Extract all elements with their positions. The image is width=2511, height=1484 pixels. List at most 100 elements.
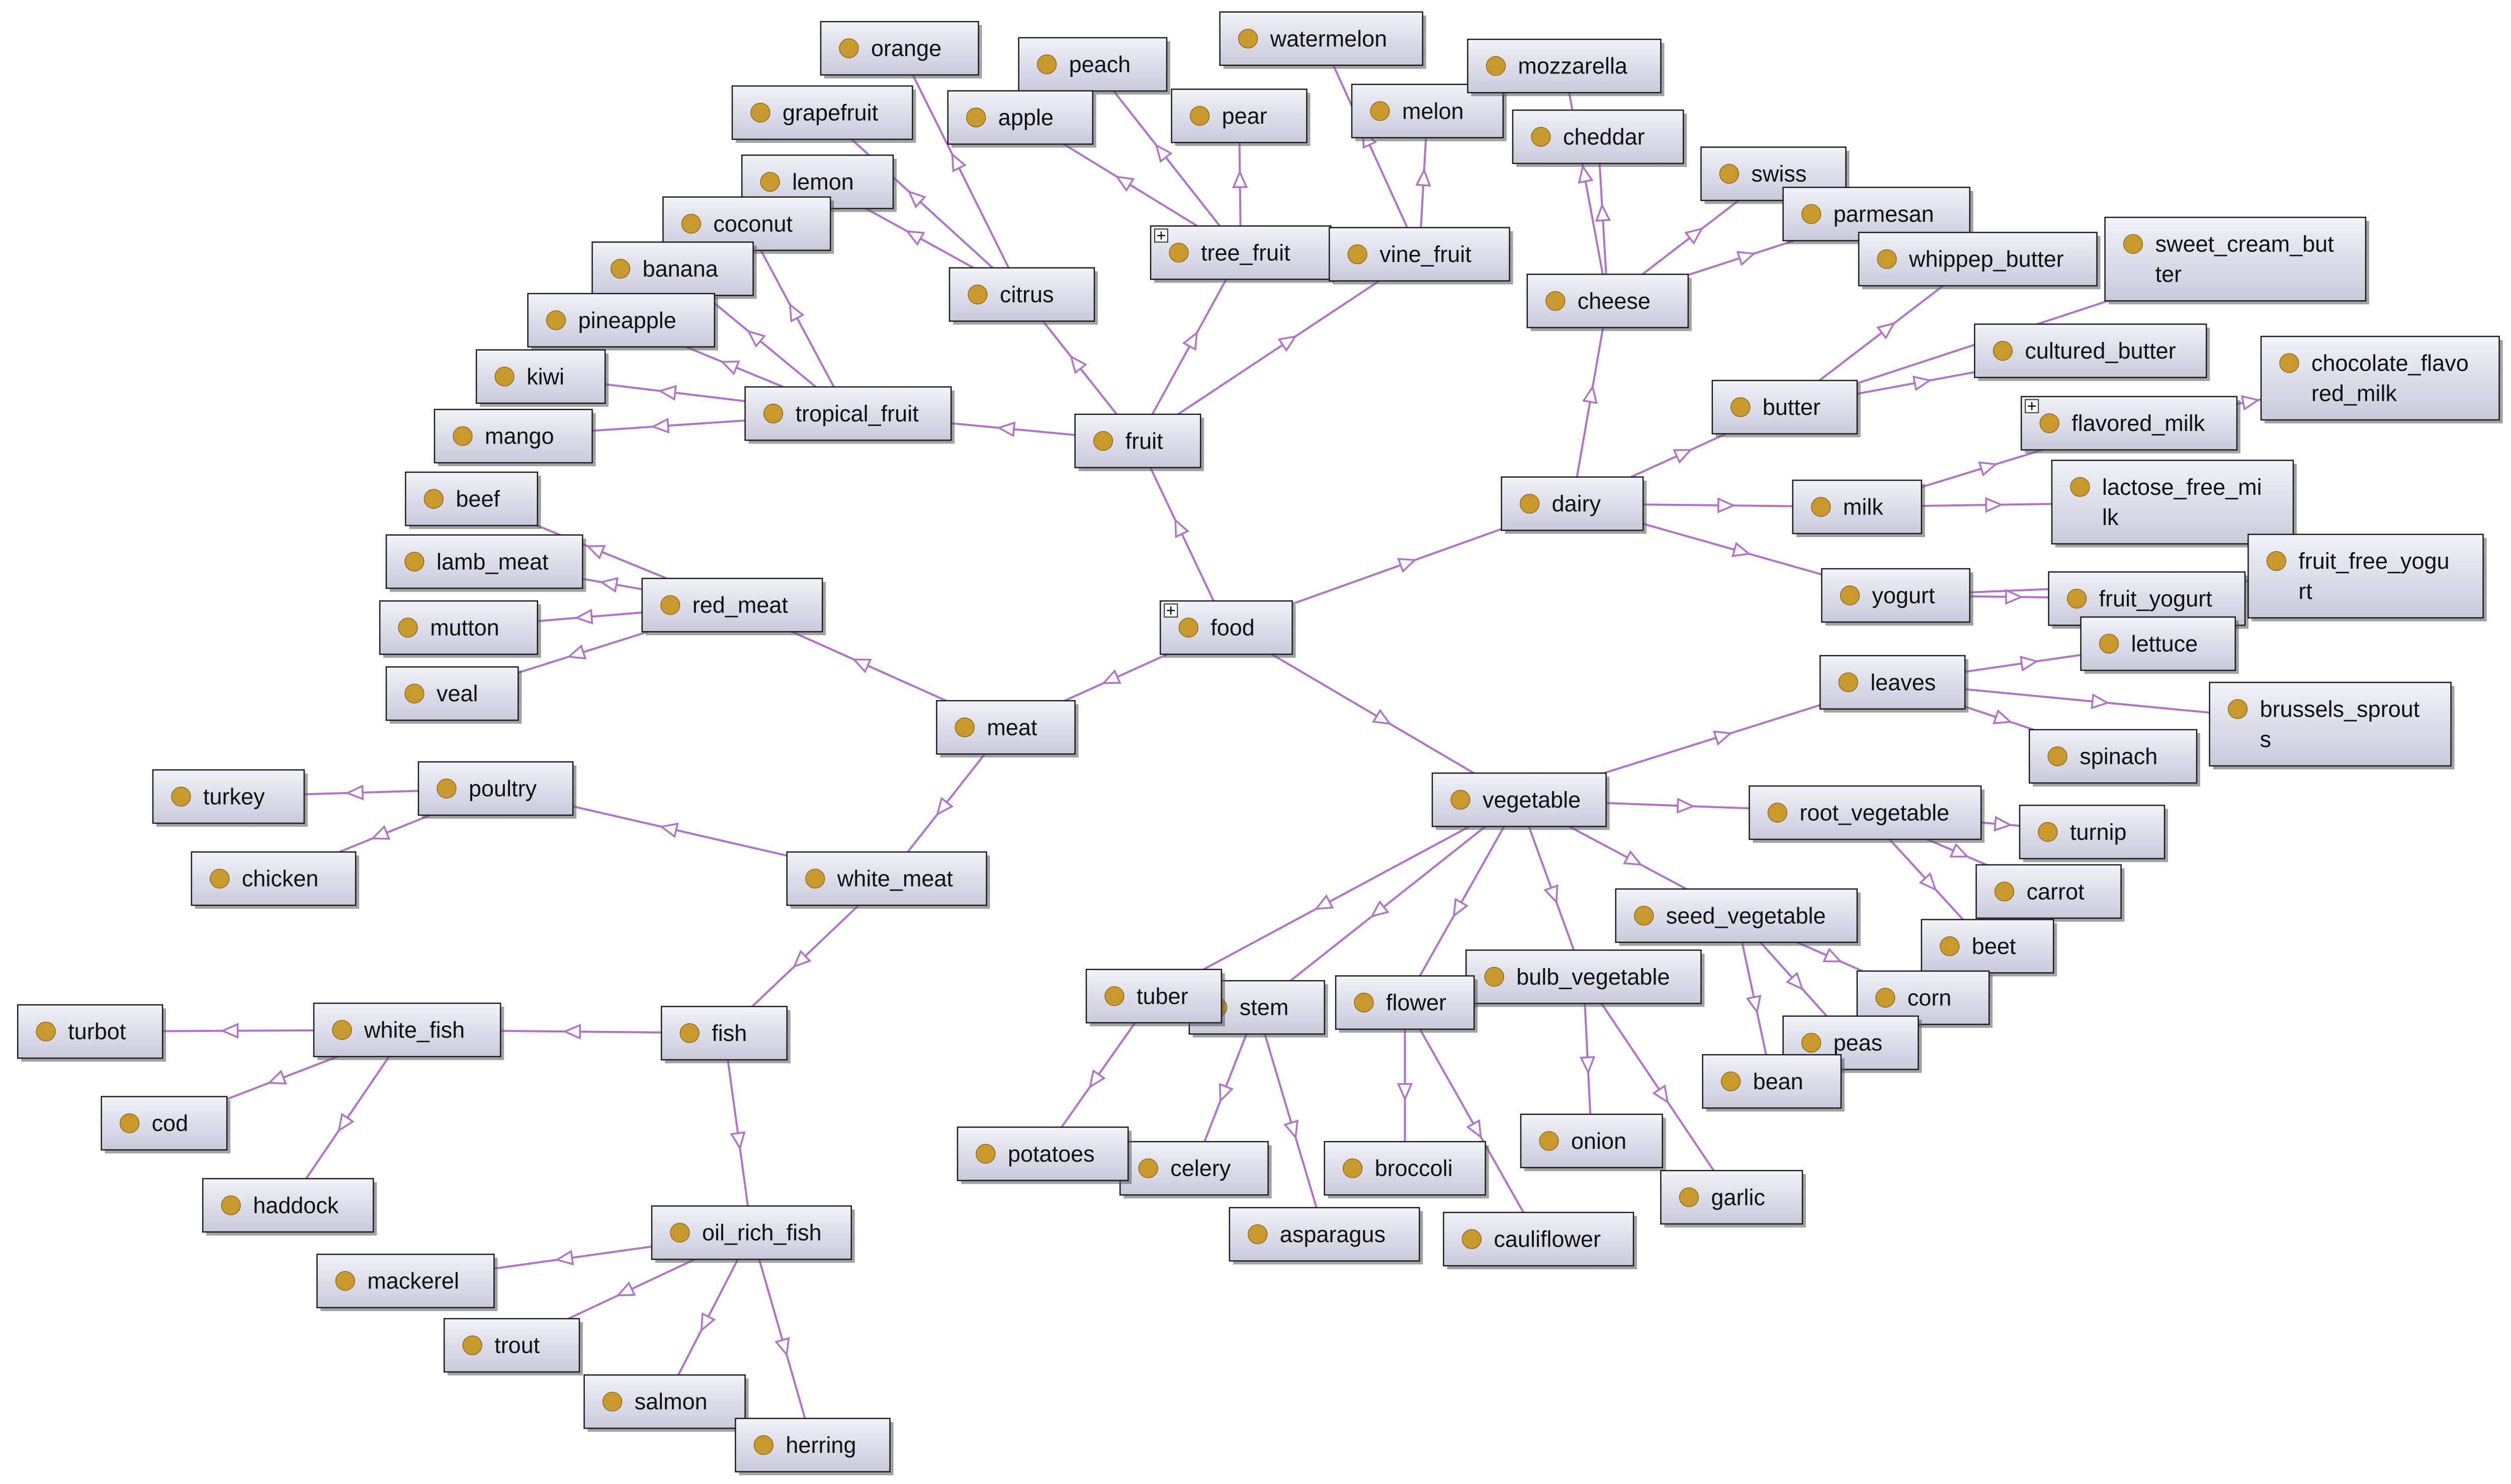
node-swiss[interactable]: swiss <box>1700 146 1850 204</box>
edge-white_fish-cod <box>226 1056 338 1100</box>
node-oil_rich_fish[interactable]: oil_rich_fish <box>651 1205 855 1263</box>
node-red_meat[interactable]: red_meat <box>641 577 826 636</box>
node-cauliflower[interactable]: cauliflower <box>1443 1211 1637 1269</box>
node-mutton[interactable]: mutton <box>379 600 541 658</box>
edge-food-dairy <box>1291 528 1502 605</box>
expand-plus-icon[interactable] <box>1164 603 1178 618</box>
node-salmon[interactable]: salmon <box>583 1374 749 1432</box>
node-flower[interactable]: flower <box>1335 975 1478 1033</box>
node-tropical_fruit[interactable]: tropical_fruit <box>744 386 955 444</box>
node-potatoes[interactable]: potatoes <box>957 1126 1132 1184</box>
node-label: cultured_butter <box>2025 338 2176 364</box>
node-white_fish[interactable]: white_fish <box>313 1002 504 1060</box>
node-box[interactable] <box>2247 534 2484 619</box>
expand-plus-icon[interactable] <box>1154 228 1168 243</box>
node-sweet_cream_butter[interactable]: sweet_cream_butter <box>2104 216 2369 305</box>
expand-plus-icon[interactable] <box>2025 399 2039 413</box>
node-label: meat <box>987 715 1037 740</box>
node-vine_fruit[interactable]: vine_fruit <box>1328 227 1513 285</box>
node-cheese[interactable]: cheese <box>1526 274 1692 331</box>
node-turnip[interactable]: turnip <box>2019 805 2168 862</box>
node-leaves[interactable]: leaves <box>1819 655 1969 713</box>
node-herring[interactable]: herring <box>735 1418 894 1475</box>
node-chicken[interactable]: chicken <box>191 851 360 909</box>
node-bulb_vegetable[interactable]: bulb_vegetable <box>1465 949 1705 1007</box>
node-cheddar[interactable]: cheddar <box>1512 109 1687 167</box>
node-meat[interactable]: meat <box>936 700 1079 758</box>
node-lamb_meat[interactable]: lamb_meat <box>385 534 586 592</box>
node-garlic[interactable]: garlic <box>1660 1170 1806 1228</box>
node-beef[interactable]: beef <box>405 471 541 529</box>
node-box[interactable] <box>1974 323 2207 378</box>
node-asparagus[interactable]: asparagus <box>1229 1207 1423 1265</box>
node-fish[interactable]: fish <box>660 1006 791 1064</box>
class-dot-icon <box>423 489 444 509</box>
node-box[interactable] <box>2051 460 2294 545</box>
node-food[interactable]: food <box>1159 600 1296 658</box>
node-beet[interactable]: beet <box>1921 919 2057 977</box>
node-carrot[interactable]: carrot <box>1975 864 2125 922</box>
node-cod[interactable]: cod <box>101 1096 231 1154</box>
node-box[interactable] <box>2209 681 2452 767</box>
node-citrus[interactable]: citrus <box>948 267 1098 325</box>
node-poultry[interactable]: poultry <box>417 761 577 819</box>
node-banana[interactable]: banana <box>591 241 757 299</box>
node-broccoli[interactable]: broccoli <box>1324 1141 1489 1199</box>
node-yogurt[interactable]: yogurt <box>1821 568 1973 626</box>
node-box[interactable] <box>1465 949 1702 1004</box>
node-lactose_free_milk[interactable]: lactose_free_milk <box>2051 460 2297 548</box>
node-veal[interactable]: veal <box>385 666 522 724</box>
edge-seed_vegetable-corn <box>1796 941 1863 972</box>
node-flavored_milk[interactable]: flavored_milk <box>2020 396 2240 454</box>
node-turbot[interactable]: turbot <box>17 1004 166 1062</box>
node-trout[interactable]: trout <box>443 1318 583 1376</box>
node-mackerel[interactable]: mackerel <box>316 1253 498 1312</box>
node-fruit_free_yogurt[interactable]: fruit_free_yogurt <box>2247 534 2487 622</box>
edge-arrow-icon <box>345 784 364 801</box>
node-fruit[interactable]: fruit <box>1074 413 1204 471</box>
node-cultured_butter[interactable]: cultured_butter <box>1974 323 2210 381</box>
edge-fish-white_fish <box>500 1023 662 1040</box>
node-watermelon[interactable]: watermelon <box>1219 11 1426 69</box>
node-tuber[interactable]: tuber <box>1085 969 1225 1026</box>
node-apple[interactable]: apple <box>947 90 1096 148</box>
node-box[interactable] <box>2260 335 2500 421</box>
node-fruit_yogurt[interactable]: fruit_yogurt <box>2048 571 2248 629</box>
node-bean[interactable]: bean <box>1702 1054 1845 1112</box>
node-spinach[interactable]: spinach <box>2028 729 2200 787</box>
node-chocolate_flavored_milk[interactable]: chocolate_flavored_milk <box>2260 335 2503 423</box>
node-pineapple[interactable]: pineapple <box>527 293 718 351</box>
node-box[interactable] <box>1615 888 1858 943</box>
node-whippep_butter[interactable]: whippep_butter <box>1858 231 2101 290</box>
node-milk[interactable]: milk <box>1792 479 1925 537</box>
node-dairy[interactable]: dairy <box>1501 476 1647 534</box>
node-mozzarella[interactable]: mozzarella <box>1467 38 1665 97</box>
node-kiwi[interactable]: kiwi <box>475 349 609 407</box>
node-seed_vegetable[interactable]: seed_vegetable <box>1615 888 1861 946</box>
node-vegetable[interactable]: vegetable <box>1431 772 1610 830</box>
node-grapefruit[interactable]: grapefruit <box>731 85 916 143</box>
node-mango[interactable]: mango <box>434 408 596 467</box>
node-coconut[interactable]: coconut <box>662 196 834 254</box>
node-onion[interactable]: onion <box>1520 1113 1666 1171</box>
node-butter[interactable]: butter <box>1711 380 1861 438</box>
node-peach[interactable]: peach <box>1018 37 1170 95</box>
node-turkey[interactable]: turkey <box>152 769 308 827</box>
node-lettuce[interactable]: lettuce <box>2080 616 2239 674</box>
node-white_meat[interactable]: white_meat <box>786 851 990 909</box>
node-corn[interactable]: corn <box>1856 970 1993 1028</box>
node-box[interactable] <box>2104 216 2367 302</box>
node-pear[interactable]: pear <box>1171 89 1311 146</box>
node-tree_fruit[interactable]: tree_fruit <box>1150 225 1335 283</box>
class-dot-icon <box>660 595 680 615</box>
node-box[interactable] <box>1858 231 2098 287</box>
node-orange[interactable]: orange <box>820 21 982 78</box>
node-root_vegetable[interactable]: root_vegetable <box>1749 785 1985 843</box>
node-box[interactable] <box>1749 785 1982 840</box>
edge-arrow-icon <box>585 545 606 560</box>
node-celery[interactable]: celery <box>1119 1141 1272 1199</box>
class-dot-icon <box>1801 204 1822 224</box>
node-haddock[interactable]: haddock <box>202 1178 377 1236</box>
